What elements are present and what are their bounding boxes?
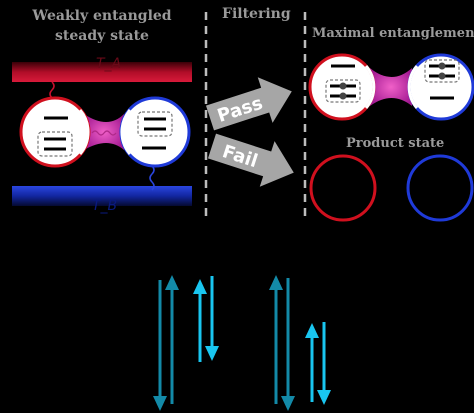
cold-bath-label: T_B: [92, 198, 117, 214]
product-title: Product state: [346, 136, 445, 151]
max-bridge: [370, 68, 412, 106]
center-title: Filtering: [222, 6, 291, 22]
weak-bridge: [84, 114, 124, 150]
max-pair: [308, 53, 474, 121]
pass-arrow: Pass: [205, 77, 292, 131]
arrow-down-cyan-1: [205, 276, 219, 361]
arrow-up-cyan-1: [193, 279, 207, 362]
arrow-up-teal-2: [269, 275, 283, 404]
left-title: Weakly entangled steady state: [12, 6, 192, 46]
product-ring-blue: [406, 154, 474, 222]
transition-arrows-right: [269, 275, 331, 411]
right-title: Maximal entanglement: [312, 26, 474, 41]
fail-label: Fail: [220, 141, 260, 172]
left-title-line2: steady state: [55, 28, 149, 44]
hot-bath-label: T_A: [96, 56, 121, 72]
fail-arrow: Fail: [207, 133, 294, 187]
arrow-down-teal-1: [153, 280, 167, 411]
product-ring-red: [309, 154, 377, 222]
transition-arrows-left: [153, 275, 219, 411]
left-title-line1: Weakly entangled: [32, 8, 172, 24]
weak-pair: [19, 96, 191, 168]
arrow-down-teal-2: [281, 278, 295, 411]
qubit-b: [119, 96, 191, 168]
arrow-up-teal-1: [165, 275, 179, 404]
cold-coupling-wiggle: [149, 165, 155, 191]
hot-bath: [12, 62, 192, 82]
weak-bridge-wiggle: [91, 130, 117, 136]
cold-bath: [12, 186, 192, 206]
arrow-down-cyan-2: [317, 322, 331, 405]
arrow-up-cyan-2: [305, 323, 319, 402]
